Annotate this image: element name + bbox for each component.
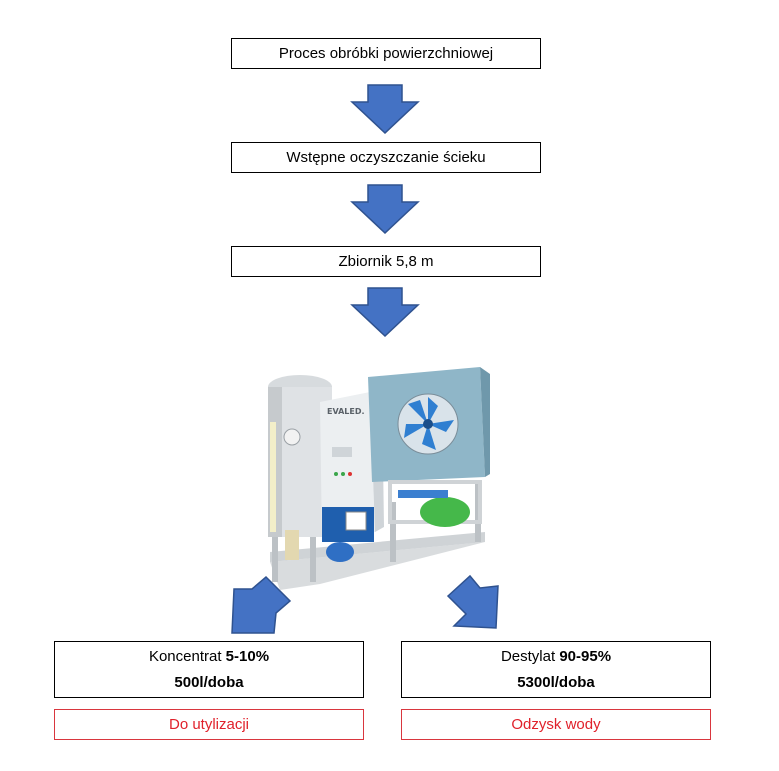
step-box-pretreatment: Wstępne oczyszczanie ścieku <box>231 142 541 173</box>
step-box-surface-treatment: Proces obróbki powierzchniowej <box>231 38 541 69</box>
output-name: Destylat <box>500 647 556 665</box>
output-share-line: Destylat 90-95% <box>501 644 611 670</box>
output-flow: 500l/doba <box>174 673 244 691</box>
step-label: Zbiornik 5,8 m <box>338 253 434 270</box>
down-left-arrow-icon <box>231 575 292 634</box>
output-flow: 5300l/doba <box>517 673 595 691</box>
step-label: Proces obróbki powierzchniowej <box>278 45 494 62</box>
evaporator-machine-image: EVALED. <box>268 367 490 590</box>
output-percent: 5-10% <box>225 647 270 665</box>
output-box-distillate: Destylat 90-95% 5300l/doba <box>401 641 711 698</box>
output-share-line: Koncentrat 5-10% <box>149 644 269 670</box>
down-arrow-icon <box>350 287 420 337</box>
step-label: Wstępne oczyszczanie ścieku <box>286 149 486 166</box>
destination-label: Do utylizacji <box>168 716 250 733</box>
destination-box-water-recovery: Odzysk wody <box>401 709 711 740</box>
output-percent: 90-95% <box>559 647 612 665</box>
output-name: Koncentrat <box>148 647 222 665</box>
down-arrow-icon <box>350 84 420 134</box>
destination-label: Odzysk wody <box>511 716 601 733</box>
destination-box-disposal: Do utylizacji <box>54 709 364 740</box>
down-arrow-icon <box>350 184 420 234</box>
output-box-concentrate: Koncentrat 5-10% 500l/doba <box>54 641 364 698</box>
step-box-tank: Zbiornik 5,8 m <box>231 246 541 277</box>
brand-label: EVALED. <box>327 407 365 416</box>
down-right-arrow-icon <box>446 574 499 629</box>
